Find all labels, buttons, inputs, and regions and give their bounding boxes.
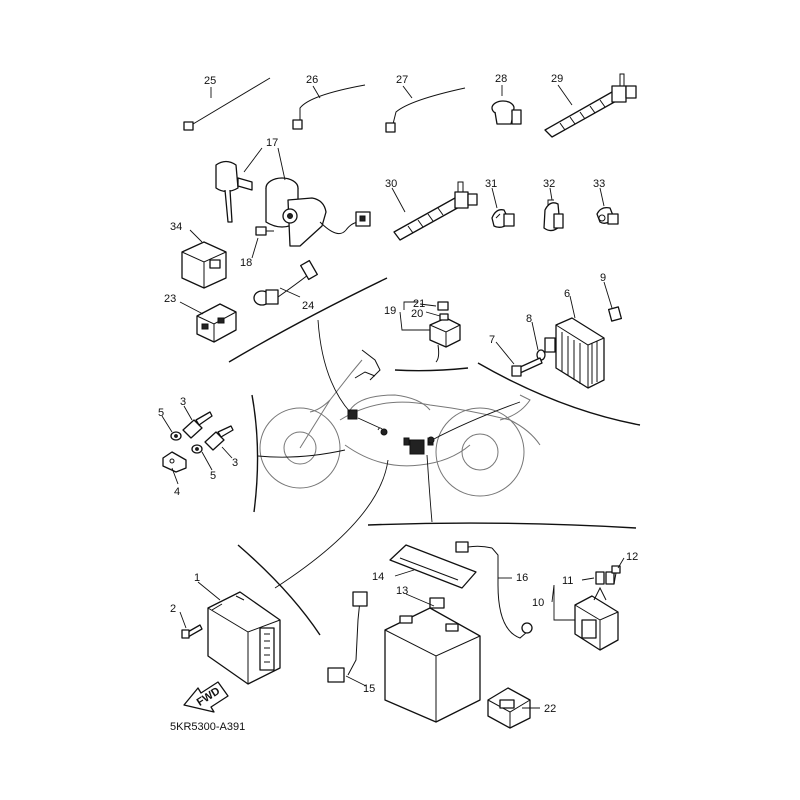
- plate-9: [607, 306, 623, 322]
- callout-25: 25: [204, 75, 216, 87]
- callout-22: 22: [544, 703, 556, 715]
- location-leaders: [257, 319, 521, 589]
- callout-27: 27: [396, 74, 408, 86]
- cable-band-29: [544, 73, 637, 138]
- bolt-7: [511, 357, 543, 377]
- callout-31: 31: [485, 178, 497, 190]
- callout-34: 34: [170, 221, 182, 233]
- cable-tie-27: [385, 87, 466, 133]
- callout-23: 23: [164, 293, 176, 305]
- cable-band-30: [393, 181, 478, 241]
- ecu-1: [207, 591, 281, 685]
- callout-10: 10: [532, 597, 544, 609]
- callout-24: 24: [302, 300, 314, 312]
- callout-5-lower: 5: [210, 470, 216, 482]
- bottom-section-boundary: [367, 522, 637, 529]
- callout-9: 9: [600, 272, 606, 284]
- bolt-3-lower: [204, 425, 234, 451]
- callout-2: 2: [170, 603, 176, 615]
- ecu-location-marker: [347, 409, 358, 420]
- callout-16: 16: [516, 572, 528, 584]
- bracket-4: [162, 451, 187, 473]
- callout-33: 33: [593, 178, 605, 190]
- callout-28: 28: [495, 73, 507, 85]
- main-switch-17: [215, 160, 371, 247]
- location-leader-dot: [380, 428, 388, 436]
- relay-34: [181, 241, 227, 289]
- callout-26: 26: [306, 74, 318, 86]
- callout-4: 4: [174, 486, 180, 498]
- clamp-33: [596, 206, 619, 225]
- bottom-left-boundary: [237, 544, 321, 636]
- sensor-24: [253, 259, 318, 306]
- callout-labels: 25 26 27 28 29 17 34 18 23 24 30 31 32 3…: [158, 73, 638, 715]
- screw-12: [611, 565, 621, 585]
- rectifier-regulator-6: [544, 317, 605, 389]
- callout-11: 11: [562, 575, 573, 587]
- callout-17: 17: [266, 137, 278, 149]
- battery-cable-15: [327, 591, 368, 683]
- callout-13: 13: [396, 585, 408, 597]
- callout-20: 20: [411, 308, 423, 320]
- callout-5-upper: 5: [158, 407, 164, 419]
- screw-2: [181, 624, 203, 639]
- callout-leaders: [161, 84, 625, 709]
- callout-29: 29: [551, 73, 563, 85]
- callout-12: 12: [626, 551, 638, 563]
- clamp-28: [491, 100, 522, 125]
- top-section-boundary: [228, 277, 388, 363]
- battery-band-14: [389, 544, 477, 589]
- bolt-3-upper: [182, 411, 213, 439]
- center-left-boundary: [394, 367, 469, 372]
- callout-3-upper: 3: [180, 396, 186, 408]
- callout-1: 1: [194, 572, 200, 584]
- cable-tie-25: [183, 77, 271, 131]
- washer-5-lower: [191, 444, 203, 454]
- callout-14: 14: [372, 571, 384, 583]
- clamp-31: [491, 209, 515, 228]
- battery-cable-16: [455, 541, 533, 639]
- left-section-boundary: [251, 394, 259, 513]
- screw-18: [255, 226, 274, 236]
- fuse-11: [595, 571, 615, 585]
- motorcycle-silhouette: [259, 349, 541, 497]
- battery-location-marker: [409, 439, 425, 455]
- callout-32: 32: [543, 178, 555, 190]
- cable-tie-26: [292, 84, 366, 130]
- clamp-32: [543, 199, 564, 232]
- callout-30: 30: [385, 178, 397, 190]
- washer-5-upper: [170, 431, 182, 441]
- right-section-boundary: [477, 362, 641, 426]
- coupler-23: [196, 303, 237, 343]
- fwd-arrow-icon: FWD: [183, 681, 229, 713]
- location-leader-dot: [427, 436, 435, 444]
- relay-19: [429, 301, 461, 363]
- relay-location-marker: [403, 437, 410, 446]
- part-code: 5KR5300-A391: [170, 721, 245, 733]
- callout-8: 8: [526, 313, 532, 325]
- callout-7: 7: [489, 334, 495, 346]
- callout-18: 18: [240, 257, 252, 269]
- callout-21: 21: [413, 298, 425, 310]
- cover-22: [487, 687, 531, 729]
- callout-3-lower: 3: [232, 457, 238, 469]
- battery-13: [384, 597, 481, 723]
- callout-15: 15: [363, 683, 375, 695]
- callout-19: 19: [384, 305, 396, 317]
- callout-6: 6: [564, 288, 570, 300]
- starter-relay-10: [574, 586, 619, 651]
